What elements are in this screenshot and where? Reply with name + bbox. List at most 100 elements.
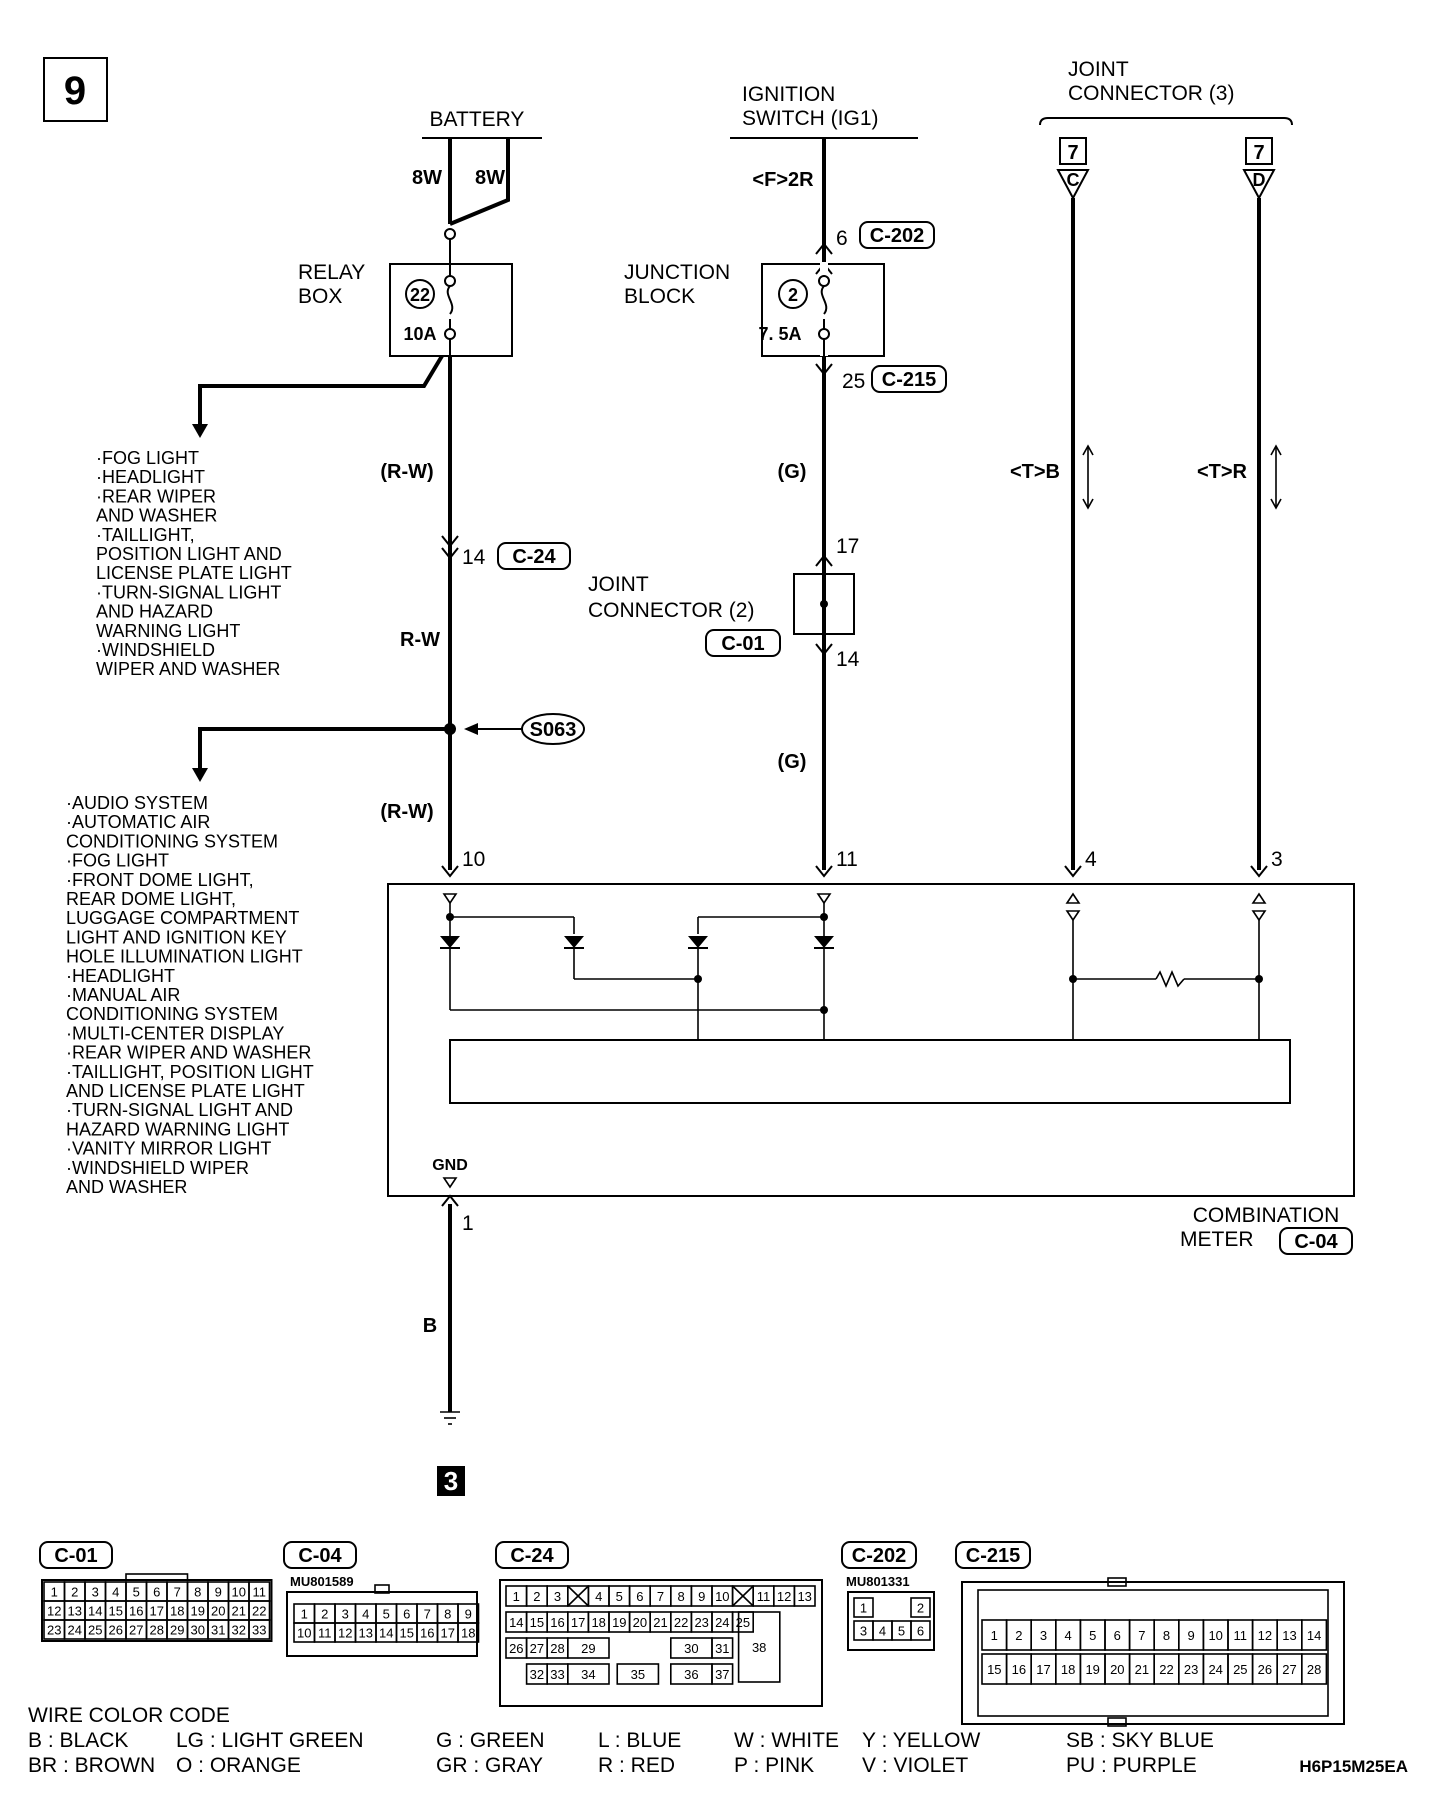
relay-fuse-element [446,285,454,315]
c04-pin [457,1622,480,1643]
c24-pin-label: 7 [657,1589,664,1604]
splice-branch-list-item: ·MANUAL AIR [66,985,180,1005]
c215-pin-label: 24 [1208,1662,1222,1677]
ground-pin: 1 [462,1212,474,1235]
c01-pin-label: 19 [191,1604,205,1619]
c215-tag-label: C-215 [882,369,936,391]
c04-pin-label: 7 [424,1607,431,1622]
color-code-entry: B : BLACK [28,1729,128,1752]
c01-pin-label: 26 [109,1623,123,1638]
c24-pin-label: 13 [797,1589,811,1604]
relay-branch-list-item: ·WINDSHIELD [96,640,215,660]
relay-branch-list-item: ·REAR WIPER [96,486,216,506]
splice-branch-list-item: ·AUDIO SYSTEM [66,793,208,813]
c24-pin [616,1663,660,1685]
c24-pin-label: 19 [612,1615,626,1630]
ground-ref: 3 [444,1466,458,1496]
c215-pin-label: 11 [1234,1628,1248,1643]
c202-pin-label: 6 [917,1624,924,1639]
c215-pin-label: 13 [1282,1628,1296,1643]
c215-pin-label: 3 [1040,1628,1047,1643]
c24-pin-label: 23 [694,1615,708,1630]
c04-pin-label: 12 [338,1626,352,1641]
c01-face-label: C-01 [54,1545,97,1567]
c04-pin-label: 9 [465,1607,472,1622]
c24-pin [566,1663,610,1685]
c01-pin-label: 16 [129,1604,143,1619]
splice-branch-list-item: ·WINDSHIELD WIPER [66,1158,249,1178]
relay-branch-list: ·FOG LIGHT·HEADLIGHT·REAR WIPER AND WASH… [96,448,292,679]
jc3-left-wire-label: <T>B [1010,461,1060,483]
relay-box-label-2: BOX [298,285,342,308]
c24-face-label: C-24 [510,1545,554,1567]
c24-pin [737,1611,781,1683]
ignition-label-2: SWITCH (IG1) [742,107,879,130]
c215-pin-label: 4 [1064,1628,1071,1643]
c01-pin-label: 6 [153,1585,160,1600]
splice-branch-list-item: ·AUTOMATIC AIR [66,812,210,832]
splice-branch-list-item: ·FOG LIGHT [66,851,169,871]
diode-4 [814,936,834,948]
c24-pin-number: 14 [462,546,486,569]
c01-pin-label: 2 [71,1585,78,1600]
c04-pin-label: 3 [342,1607,349,1622]
rw-upper-label: (R-W) [380,461,433,483]
relay-branch-wire [198,354,444,432]
color-code-entry: SB : SKY BLUE [1066,1729,1214,1752]
splice-branch-list-item: REAR DOME LIGHT, [66,889,236,909]
c04-part-number: MU801589 [290,1574,354,1589]
c01-pin-label: 21 [232,1604,246,1619]
g-lower-label: (G) [778,751,807,773]
figure-code: H6P15M25EA [1299,1757,1408,1776]
c24-pin-label: 11 [757,1589,771,1604]
splice-tag [521,713,585,745]
c202-pin-label: 3 [860,1624,867,1639]
c202-pin [853,1597,874,1618]
c24-pin-label: 20 [633,1615,647,1630]
splice-branch-list-item: ·MULTI-CENTER DISPLAY [66,1023,284,1043]
battery-wire-right [449,138,510,226]
c01-pin-label: 11 [253,1585,267,1600]
relay-branch-list-item: WARNING LIGHT [96,621,240,641]
battery-wire-right-label: 8W [475,167,505,189]
ground-wire-label: B [423,1315,437,1337]
splice-branch-list-item: LUGGAGE COMPARTMENT [66,908,299,928]
c24-pin-label: 32 [530,1667,544,1682]
c215-face-tag [955,1541,1031,1569]
c24-pin-label: 12 [777,1589,791,1604]
splice-branch-arrow [192,768,208,782]
c24-pin-label: 8 [677,1589,684,1604]
splice-branch-list-item: AND LICENSE PLATE LIGHT [66,1081,305,1101]
meter-label-2: METER [1180,1228,1254,1251]
c01-pin-label: 32 [232,1623,246,1638]
c24-pin-label: 24 [715,1615,729,1630]
c215-pin-label: 28 [1307,1662,1321,1677]
c215-pin-label: 6 [1114,1628,1121,1643]
color-code-entry: W : WHITE [734,1729,839,1752]
jc2-pin-bottom: 14 [836,648,860,671]
meter-pin-4: 4 [1085,848,1097,871]
c24-pin [711,1637,734,1659]
relay-fuse-rating: 10A [403,324,436,344]
c24-pin-label: 3 [554,1589,561,1604]
c202-face-tag [841,1541,917,1569]
c202-pin-label: 5 [898,1624,905,1639]
c01-pin-label: 3 [92,1585,99,1600]
c04-pin-label: 2 [321,1607,328,1622]
meter-resistor [1155,969,1185,989]
c01-pin-label: 1 [51,1585,58,1600]
c24-pin-label: 36 [684,1667,698,1682]
meter-pin-10: 10 [462,848,485,871]
color-code-title: WIRE COLOR CODE [28,1704,230,1727]
splice-label: S063 [530,719,577,741]
c01-pin-label: 20 [211,1604,225,1619]
c24-pin-label: 21 [653,1615,667,1630]
meter-label-1: COMBINATION [1193,1204,1340,1227]
splice-branch-list-item: AND WASHER [66,1177,187,1197]
c04-pin-label: 17 [441,1626,455,1641]
c24-tag-label: C-24 [512,546,556,568]
c04-pin-label: 11 [318,1626,332,1641]
meter-internal-block [449,1039,1291,1104]
